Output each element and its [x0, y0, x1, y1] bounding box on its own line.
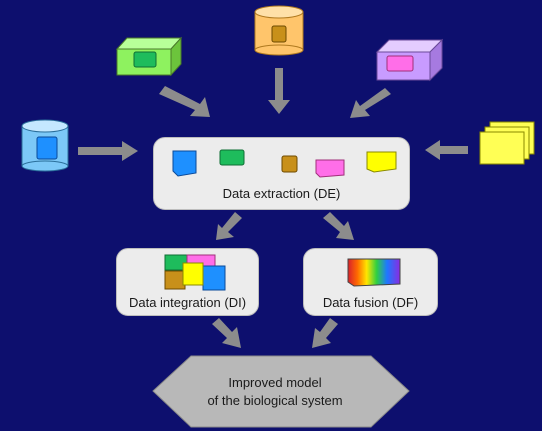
data-integration-box: Data integration (DI) [116, 248, 259, 316]
orange-cylinder-source-icon [254, 5, 304, 56]
green-box-source-icon [115, 36, 183, 77]
data-extraction-box: Data extraction (DE) [153, 137, 410, 210]
arrow-de-to-di [216, 212, 242, 240]
yellow-documents-source-icon [479, 121, 535, 165]
arrow-de-to-df [323, 212, 354, 240]
overlapping-chips-icon [164, 254, 226, 291]
purple-box-source-icon [375, 38, 444, 82]
pink-chip-icon [315, 159, 345, 178]
arrow-di-to-output [212, 318, 241, 348]
green-chip-icon [219, 149, 245, 166]
data-extraction-label: Data extraction (DE) [222, 186, 341, 201]
spectrum-gradient-icon [347, 258, 401, 287]
blue-chip-icon [172, 150, 197, 177]
extraction-chips [172, 149, 397, 178]
arrow-orange-to-de [268, 68, 290, 114]
data-fusion-box: Data fusion (DF) [303, 248, 438, 316]
brown-chip-icon [281, 155, 298, 173]
arrow-purple-to-de [350, 88, 391, 118]
data-fusion-label: Data fusion (DF) [322, 295, 419, 310]
data-integration-label: Data integration (DI) [128, 295, 247, 310]
arrow-df-to-output [312, 318, 338, 348]
output-label: Improved model of the biological system [175, 374, 375, 410]
arrow-green-to-de [159, 86, 210, 117]
output-label-line1: Improved model [228, 375, 322, 390]
output-hexagon [152, 355, 410, 428]
arrow-blue-to-de [78, 141, 138, 161]
arrow-yellow-to-de [425, 140, 468, 160]
output-label-line2: of the biological system [207, 393, 343, 408]
blue-cylinder-source-icon [21, 119, 69, 172]
yellow-chip-icon [366, 151, 397, 173]
